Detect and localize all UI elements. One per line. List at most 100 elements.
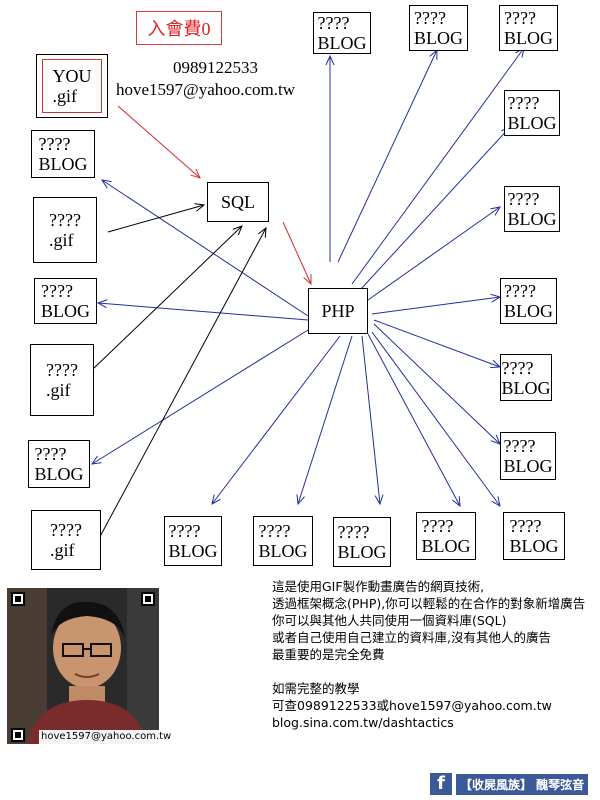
sql-label: SQL [220,192,255,212]
blog-box-line1: ???? [337,522,370,542]
description-block: 這是使用GIF製作動畫廣告的網頁技術, 透過框架概念(PHP),你可以輕鬆的在合… [272,578,598,731]
blog-box-line1: ???? [34,444,67,464]
php-node: PHP [308,288,368,334]
facebook-watermark: f 【收屍風族】 醜琴弦音 [430,772,598,796]
blue-arrow-12 [361,335,380,504]
watermark-text: 【收屍風族】 醜琴弦音 [456,773,589,795]
sql-node: SQL [207,182,269,222]
blog-box-2: ????BLOG [499,5,558,51]
blog-box-line1: ???? [501,357,534,378]
contact-phone: 0989122533 [173,58,258,77]
black-arrow-19 [91,226,242,371]
blue-arrow-17 [102,180,309,317]
blog-box-1: ????BLOG [409,5,468,51]
qr-marker-top-left [11,592,25,606]
blue-arrow-15 [92,329,309,464]
photo-caption: hove1597@yahoo.com.tw [39,730,172,744]
gif-box-1: ????.gif [30,344,94,416]
qr-marker-bottom-left [11,728,25,742]
blog-box-10: ????BLOG [28,440,90,488]
you-box-inner-frame [42,59,102,113]
blog-box-5: ????BLOG [500,278,557,324]
blog-box-4: ????BLOG [504,186,560,232]
blog-box-3: ????BLOG [504,90,560,136]
blog-box-12: ????BLOG [253,516,313,566]
blog-box-line2: BLOG [507,113,557,133]
blue-arrow-3 [337,50,437,263]
description-line: 或者自己使用自己建立的資料庫,沒有其他人的廣告 [272,630,551,645]
blog-box-line2: BLOG [421,536,471,556]
portrait-illustration [7,588,159,744]
blog-box-line2: BLOG [168,541,218,561]
blog-box-8: ????BLOG [31,130,95,178]
red-arrow-0 [117,105,200,178]
gif-box-line2: .gif [46,380,71,400]
blue-arrow-6 [367,207,500,301]
blog-box-line2: BLOG [317,33,367,53]
blog-box-line1: ???? [509,516,542,536]
gif-box-line2: .gif [49,230,74,250]
description-line: blog.sina.com.tw/dashtactics [272,715,454,730]
description-line: 透過框架概念(PHP),你可以輕鬆的在合作的對象新增廣告 [272,596,586,611]
blog-box-line2: BLOG [504,28,553,48]
blue-arrow-7 [371,297,500,315]
blue-arrow-4 [351,48,524,285]
qr-marker-top-right [141,592,155,606]
blog-box-line2: BLOG [414,28,463,48]
facebook-icon: f [430,773,452,795]
blue-arrow-8 [373,319,500,367]
blue-arrow-13 [298,335,353,504]
blue-arrow-5 [359,127,510,291]
blog-box-line1: ???? [258,521,291,541]
blog-box-0: ????BLOG [313,12,371,54]
blog-box-line2: BLOG [509,536,559,556]
blog-box-7: ????BLOG [500,432,556,480]
blog-box-13: ????BLOG [333,517,391,567]
blog-box-line1: ???? [421,516,454,536]
blog-box-line1: ???? [507,93,540,113]
gif-box-line1: ???? [50,520,82,540]
description-line: 最重要的是完全免費 [272,647,385,662]
blue-arrow-11 [367,333,460,506]
blog-box-line1: ???? [38,134,71,154]
blog-box-14: ????BLOG [416,512,476,560]
blog-box-line1: ???? [41,281,73,301]
blog-box-line2: BLOG [34,464,84,484]
black-arrow-18 [107,205,204,233]
blog-box-line1: ???? [504,281,536,301]
blue-arrow-10 [371,331,500,506]
gif-box-line1: ???? [46,360,78,380]
blue-arrow-9 [373,323,500,444]
you-box-line2: .gif [52,86,78,106]
blue-arrow-16 [98,303,309,321]
blog-box-line2: BLOG [337,542,387,562]
blog-box-line2: BLOG [41,301,90,321]
gif-box-line2: .gif [50,540,75,560]
you-gif-box: YOU.gif [36,54,108,118]
php-label: PHP [321,301,355,321]
gif-box-0: ????.gif [33,197,97,263]
description-line: 你可以與其他人共同使用一個資料庫(SQL) [272,613,507,628]
red-arrow-1 [282,221,311,284]
blog-box-line1: ???? [317,13,350,33]
blog-box-line1: ???? [168,521,201,541]
gif-box-line1: ???? [49,210,81,230]
blog-box-line2: BLOG [501,377,551,398]
description-line [272,663,598,680]
blog-box-line1: ???? [414,8,446,28]
gif-box-2: ????.gif [31,510,101,570]
black-arrow-20 [95,228,266,545]
blog-box-line2: BLOG [503,456,553,476]
blog-box-line1: ???? [503,436,536,456]
blog-box-line2: BLOG [38,154,88,174]
blog-box-6: ????BLOG [500,354,552,401]
you-box-line1: YOU [52,66,92,86]
blog-box-9: ????BLOG [34,278,97,324]
blue-arrow-14 [212,335,341,504]
description-line: 可查0989122533或hove1597@yahoo.com.tw [272,698,552,713]
blog-box-15: ????BLOG [503,512,565,560]
blog-box-line2: BLOG [507,209,557,229]
contact-email: hove1597@yahoo.com.tw [116,80,296,99]
